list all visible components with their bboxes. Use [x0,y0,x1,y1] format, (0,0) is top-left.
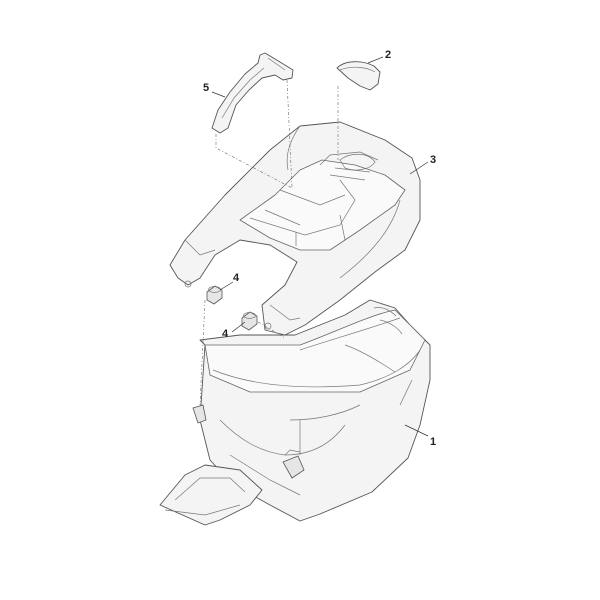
part-5-handle [211,52,294,134]
callout-part-4-lower: 4 [222,328,229,340]
part-2-cap [336,61,381,91]
part-1-lower-box [159,299,431,526]
callout-part-4-upper: 4 [233,272,240,284]
part-4-pin-lower [241,311,258,331]
callout-part-1: 1 [430,436,436,448]
callout-part-2: 2 [385,49,391,61]
leader-lines [211,56,429,437]
part-3-upper-cover [169,121,421,336]
assembly-lines [199,79,339,406]
part-4-pin-upper [206,285,223,305]
callout-part-3: 3 [430,154,436,166]
callout-part-5: 5 [203,82,209,94]
